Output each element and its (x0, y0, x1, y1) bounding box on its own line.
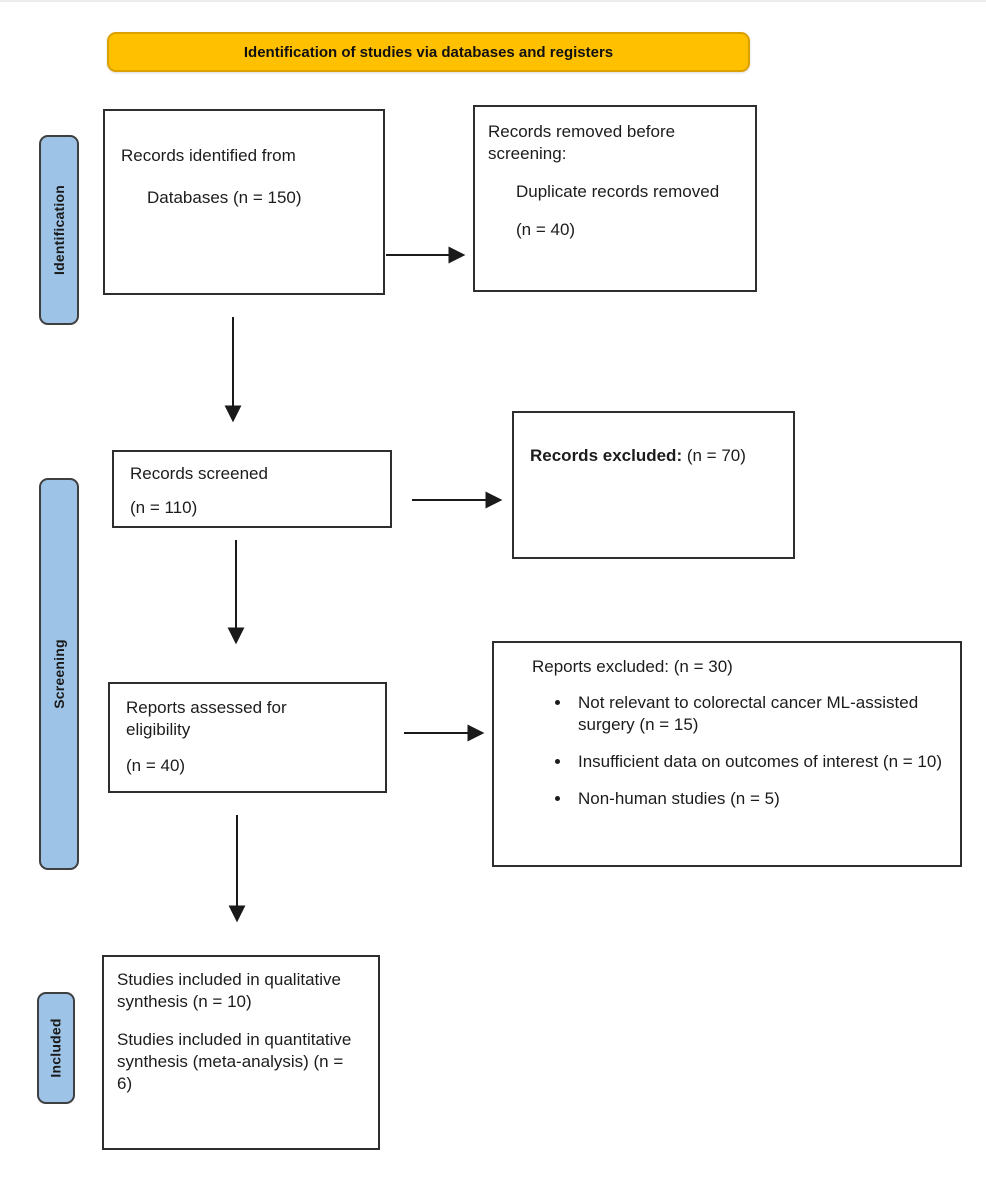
box-studies-included: Studies included in qualitative synthesi… (102, 955, 380, 1150)
records-screened-line1: Records screened (130, 464, 268, 483)
records-excluded-count: (n = 70) (682, 446, 746, 465)
records-identified-line2: Databases (n = 150) (147, 188, 302, 207)
records-removed-line1: Records removed before screening: (488, 122, 676, 163)
reports-excluded-heading: Reports excluded: (n = 30) (532, 657, 733, 676)
stage-identification-label: Identification (51, 185, 68, 275)
reports-excluded-bullet-2: Insufficient data on outcomes of interes… (572, 751, 944, 773)
box-records-identified: Records identified from Databases (n = 1… (103, 109, 385, 295)
records-removed-line2: Duplicate records removed (516, 182, 720, 201)
reports-excluded-bullet-1: Not relevant to colorectal cancer ML-ass… (572, 692, 944, 736)
box-records-removed-before-screening: Records removed before screening: Duplic… (473, 105, 757, 292)
stage-included-label: Included (48, 1018, 65, 1078)
records-screened-line2: (n = 110) (130, 498, 198, 517)
banner-identification-of-studies: Identification of studies via databases … (107, 32, 750, 72)
box-reports-assessed: Reports assessed for eligibility (n = 40… (108, 682, 387, 793)
stage-identification: Identification (39, 135, 79, 325)
records-removed-line3: (n = 40) (516, 220, 576, 239)
stage-screening-label: Screening (51, 639, 67, 709)
reports-assessed-line2: (n = 40) (126, 756, 186, 775)
banner-label: Identification of studies via databases … (243, 43, 614, 61)
records-excluded-label: Records excluded: (530, 446, 683, 465)
studies-included-qualitative: Studies included in qualitative synthesi… (117, 970, 341, 1011)
reports-excluded-bullet-3: Non-human studies (n = 5) (572, 788, 944, 810)
reports-assessed-line1: Reports assessed for eligibility (126, 698, 287, 739)
stage-included: Included (37, 992, 75, 1104)
studies-included-quantitative: Studies included in quantitative synthes… (117, 1030, 352, 1093)
reports-excluded-bullet-list: Not relevant to colorectal cancer ML-ass… (494, 692, 944, 810)
box-records-screened: Records screened (n = 110) (112, 450, 392, 528)
box-records-excluded: Records excluded: (n = 70) (512, 411, 795, 559)
box-reports-excluded: Reports excluded: (n = 30) Not relevant … (492, 641, 962, 867)
records-identified-line1: Records identified from (121, 146, 296, 165)
stage-screening: Screening (39, 478, 79, 870)
